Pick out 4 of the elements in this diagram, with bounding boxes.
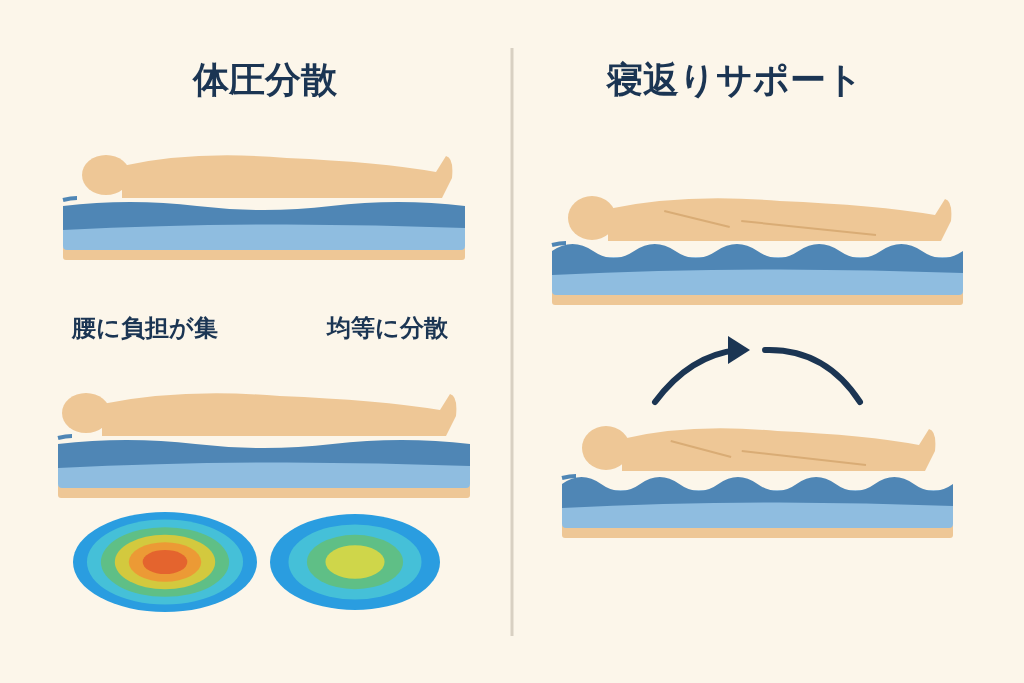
caption-text: 均等に分散	[325, 313, 449, 344]
panel-title: 体圧分散	[191, 58, 338, 102]
caption-text: 腰に負担が集	[70, 313, 219, 344]
panel-title: 寝返りサポート	[605, 58, 864, 102]
